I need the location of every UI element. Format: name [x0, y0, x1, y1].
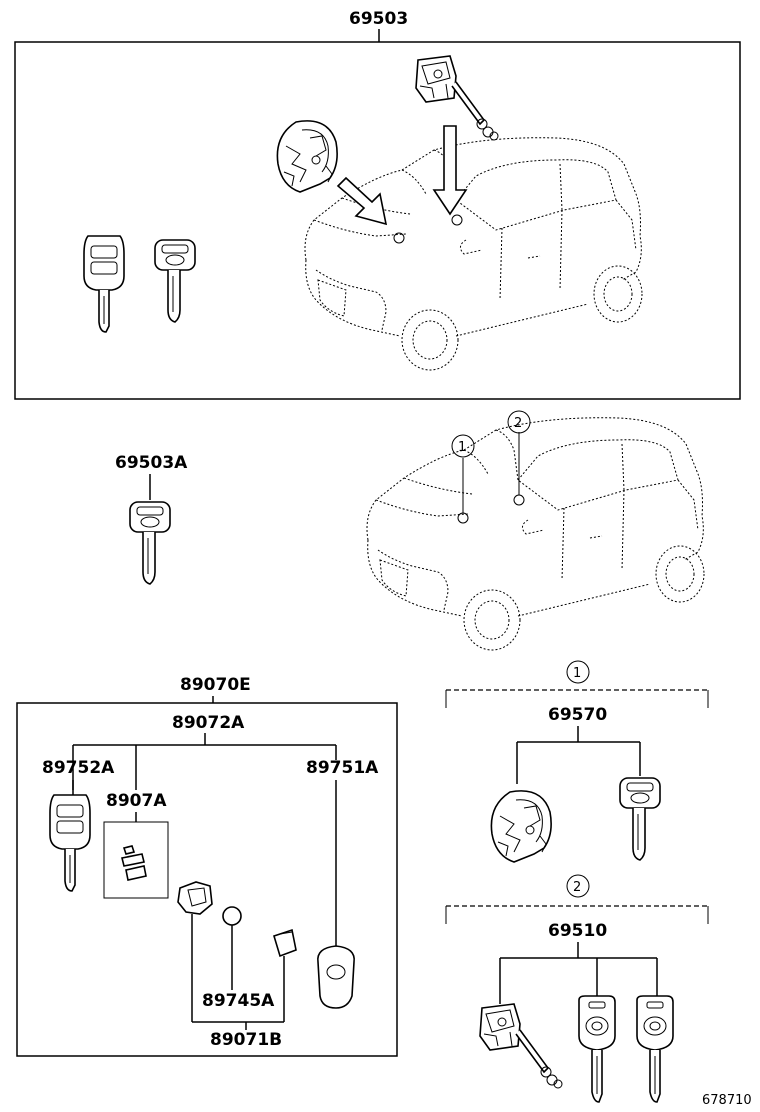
point-2 — [513, 494, 525, 506]
callout-2-bottom-circle — [566, 874, 590, 898]
label-69510: 69510 — [548, 921, 607, 941]
label-69503: 69503 — [349, 9, 408, 29]
door-point-top — [451, 214, 463, 226]
callout-2-text: 2 — [514, 416, 522, 431]
remote-key-69510-a — [578, 995, 616, 1103]
callout-2-bottom-text: 2 — [573, 880, 581, 895]
board-part-2 — [121, 853, 145, 867]
callout-1-bottom-circle — [566, 660, 590, 684]
arrow-door — [432, 125, 468, 216]
callout-1-circle — [451, 434, 475, 458]
chip-detail — [279, 931, 293, 935]
arrow-ignition — [336, 176, 388, 226]
label-69570: 69570 — [548, 705, 607, 725]
fob-emblem — [326, 964, 346, 980]
remote-key-top — [83, 235, 125, 333]
ignition-cylinder-top — [276, 120, 338, 193]
ignition-point-top — [393, 232, 405, 244]
key-blank — [129, 501, 171, 585]
callout-1-bottom-text: 1 — [573, 666, 581, 681]
label-89751A: 89751A — [306, 758, 379, 778]
label-89745A: 89745A — [202, 991, 275, 1011]
door-cylinder-top — [415, 55, 499, 141]
label-89070E: 89070E — [180, 675, 251, 695]
callout-1-text: 1 — [458, 440, 466, 455]
remote-key-69510-b — [636, 995, 674, 1103]
callout-2-circle — [507, 410, 531, 434]
label-89752A: 89752A — [42, 758, 115, 778]
label-69503A: 69503A — [115, 453, 188, 473]
board-part-3 — [125, 865, 147, 881]
key-69570 — [619, 777, 661, 861]
key-top — [154, 239, 196, 323]
remote-key-bottom — [49, 794, 91, 892]
chip — [273, 928, 297, 958]
box-69503 — [14, 41, 741, 400]
label-8907A: 8907A — [106, 791, 167, 811]
car-top — [304, 137, 643, 371]
small-cylinder-detail — [187, 887, 207, 907]
label-89072A: 89072A — [172, 713, 245, 733]
fob-shell — [317, 945, 355, 1009]
car-middle — [366, 417, 705, 651]
board-part-1 — [122, 845, 136, 855]
label-89071B: 89071B — [210, 1030, 282, 1050]
board-box — [103, 821, 169, 899]
drawing-number: 678710 — [702, 1093, 752, 1108]
battery — [222, 906, 242, 926]
small-cylinder — [177, 881, 213, 915]
door-cylinder-bottom — [479, 1003, 563, 1089]
ignition-cylinder-bottom — [490, 790, 552, 863]
box-89070E — [16, 702, 398, 1057]
